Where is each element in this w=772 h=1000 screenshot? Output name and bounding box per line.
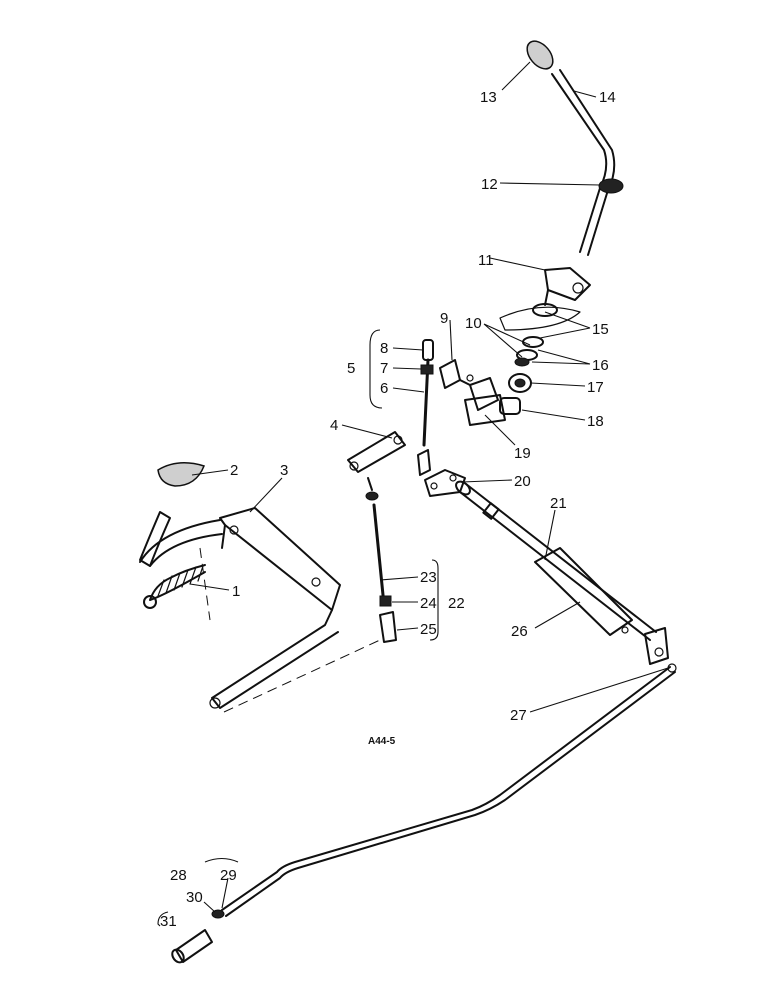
figure-code: A44-5: [368, 736, 396, 747]
rod-end: [171, 909, 225, 964]
callout-22: 22: [448, 595, 465, 612]
lower-rod: [365, 477, 397, 643]
leader-14: [573, 90, 597, 98]
long-rod: [221, 663, 677, 917]
callout-19: 19: [514, 445, 531, 462]
centerline: [223, 639, 381, 713]
callout-9: 9: [440, 310, 448, 327]
callout-6: 6: [380, 380, 388, 397]
callout-17: 17: [587, 379, 604, 396]
leader-13: [501, 61, 531, 91]
callout-7: 7: [380, 360, 388, 377]
callout-4: 4: [330, 417, 338, 434]
leader-16: [531, 349, 591, 365]
linkage-bracket: [424, 359, 506, 497]
callout-14: 14: [599, 89, 616, 106]
leader-2: [191, 469, 229, 476]
leader-1: [189, 583, 230, 591]
callout-23: 23: [420, 569, 437, 586]
group-bracket-28: [204, 857, 239, 863]
pedal-pad: [157, 462, 205, 487]
callout-11: 11: [478, 252, 494, 269]
callout-27: 27: [510, 707, 527, 724]
lever-collar: [598, 178, 624, 194]
leader-10: [483, 323, 531, 358]
lever-knob: [526, 40, 554, 70]
pivot-assembly: [499, 267, 591, 415]
callout-10: 10: [465, 315, 482, 332]
leader-17: [530, 382, 586, 387]
callout-20: 20: [514, 473, 531, 490]
leader-18: [521, 409, 586, 421]
callout-8: 8: [380, 340, 388, 357]
callout-21: 21: [550, 495, 567, 512]
leader-19: [484, 414, 516, 446]
leader-20: [461, 479, 513, 483]
leader-30: [203, 901, 216, 913]
leader-29: [221, 877, 229, 909]
callout-2: 2: [230, 462, 238, 479]
callout-31: 31: [160, 913, 177, 930]
leader-11: [489, 257, 546, 271]
upper-rod: [417, 339, 434, 476]
callout-1: 1: [232, 583, 240, 600]
group-bracket-5: [369, 329, 383, 409]
leader-6: [392, 387, 425, 393]
leader-15: [539, 311, 591, 339]
leader-27: [529, 667, 669, 713]
callout-28: 28: [170, 867, 187, 884]
leader-3: [249, 477, 283, 513]
callout-5: 5: [347, 360, 355, 377]
leader-26: [534, 601, 581, 629]
group-bracket-31: [157, 911, 169, 927]
leader-21: [544, 509, 556, 561]
callout-3: 3: [280, 462, 288, 479]
callout-16: 16: [592, 357, 609, 374]
callout-18: 18: [587, 413, 604, 430]
leader-7: [392, 367, 422, 370]
callout-29: 29: [220, 867, 237, 884]
callout-24: 24: [420, 595, 437, 612]
leader-8: [392, 347, 424, 351]
callout-26: 26: [511, 623, 528, 640]
pedal-assembly: [139, 462, 341, 709]
callout-25: 25: [420, 621, 437, 638]
leader-23: [379, 576, 419, 581]
callout-30: 30: [186, 889, 203, 906]
callout-12: 12: [481, 176, 498, 193]
control-lever: [526, 40, 624, 256]
callout-15: 15: [592, 321, 609, 338]
cross-link: [347, 431, 406, 473]
group-bracket-22: [429, 559, 439, 641]
centerline: [199, 547, 211, 621]
leader-4: [341, 424, 393, 439]
cross-shaft: [455, 480, 669, 665]
callout-13: 13: [480, 89, 497, 106]
leader-9: [449, 319, 453, 361]
leader-25: [396, 627, 419, 631]
leader-12: [499, 182, 601, 186]
